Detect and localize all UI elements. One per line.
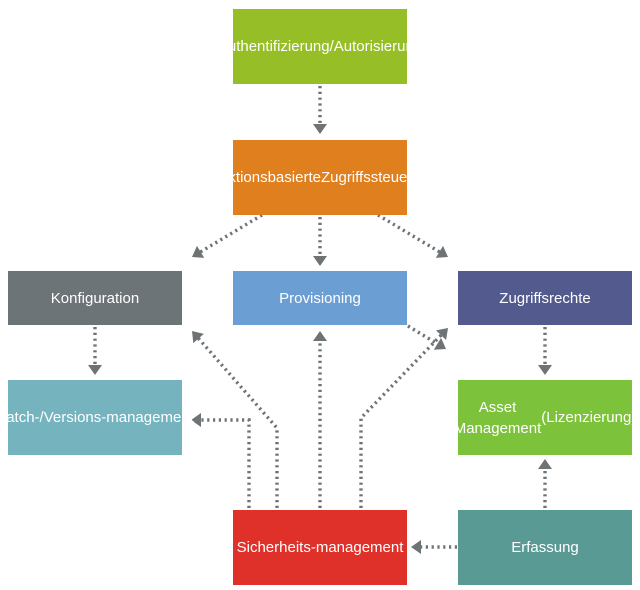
connector-function-access-to-configuration bbox=[192, 213, 263, 258]
connector-access-rights-to-asset-management bbox=[538, 327, 552, 375]
node-configuration: Konfiguration bbox=[8, 271, 182, 325]
node-provisioning-line-1: Provisioning bbox=[279, 289, 361, 307]
connector-function-access-to-provisioning bbox=[313, 217, 327, 266]
arrowhead-icon bbox=[435, 245, 448, 258]
node-capture: Erfassung bbox=[458, 510, 632, 585]
arrowhead-icon bbox=[313, 331, 327, 341]
arrowhead-icon bbox=[411, 540, 421, 554]
node-function-access-line-1: Funktionsbasierte bbox=[202, 169, 321, 186]
node-access-rights: Zugriffsrechte bbox=[458, 271, 632, 325]
connector-line bbox=[359, 333, 443, 508]
connector-security-to-patch-version bbox=[191, 413, 251, 508]
connector-security-to-configuration bbox=[192, 331, 279, 508]
arrowhead-icon bbox=[192, 245, 205, 258]
node-asset-management: Asset Management (Lizenzierung) bbox=[454, 380, 636, 455]
arrowhead-icon bbox=[436, 328, 448, 341]
connector-line bbox=[200, 418, 251, 508]
arrowhead-icon bbox=[313, 124, 327, 134]
node-security: Sicherheits- management bbox=[233, 510, 407, 585]
node-asset-management-line-2: (Lizenzierung) bbox=[541, 409, 637, 426]
arrowhead-icon bbox=[313, 256, 327, 266]
node-asset-management-line-1: Asset Management bbox=[453, 398, 542, 437]
node-function-access: Funktionsbasierte Zugriffssteuerung bbox=[203, 140, 437, 215]
connector-provisioning-to-access-rights bbox=[407, 324, 446, 350]
node-capture-line-1: Erfassung bbox=[511, 539, 579, 556]
node-auth-line-1: Authentifizierung/ bbox=[217, 38, 334, 55]
connector-capture-to-asset-management bbox=[538, 459, 552, 508]
arrowhead-icon bbox=[538, 459, 552, 469]
connector-auth-to-function-access bbox=[313, 86, 327, 134]
arrowhead-icon bbox=[433, 337, 446, 350]
connector-line bbox=[377, 213, 442, 254]
arrowhead-icon bbox=[538, 365, 552, 375]
connector-security-to-access-rights bbox=[359, 328, 448, 508]
connector-security-to-provisioning bbox=[313, 331, 327, 508]
node-patch-version-line-1: Patch-/Versions- bbox=[0, 409, 107, 426]
connector-line bbox=[407, 324, 440, 346]
node-security-line-1: Sicherheits- bbox=[236, 539, 316, 556]
arrowhead-icon bbox=[191, 413, 201, 427]
node-configuration-line-1: Konfiguration bbox=[50, 289, 140, 307]
node-patch-version: Patch-/Versions- management bbox=[0, 380, 194, 455]
node-function-access-line-2: Zugriffssteuerung bbox=[320, 169, 438, 186]
connector-function-access-to-access-rights bbox=[377, 213, 448, 258]
arrowhead-icon bbox=[88, 365, 102, 375]
connector-capture-to-security bbox=[411, 540, 457, 554]
node-provisioning: Provisioning bbox=[233, 271, 407, 325]
connector-configuration-to-patch-version bbox=[88, 327, 102, 375]
arrowhead-icon bbox=[192, 331, 204, 344]
connector-line bbox=[198, 213, 263, 254]
node-patch-version-line-2: management bbox=[106, 409, 194, 426]
node-auth: Authentifizierung/ Autorisierung bbox=[218, 9, 422, 84]
node-auth-line-2: Autorisierung bbox=[333, 38, 423, 55]
node-access-rights-line-1: Zugriffsrechte bbox=[499, 289, 591, 307]
node-security-line-2: management bbox=[315, 539, 404, 556]
connector-line bbox=[196, 336, 279, 508]
